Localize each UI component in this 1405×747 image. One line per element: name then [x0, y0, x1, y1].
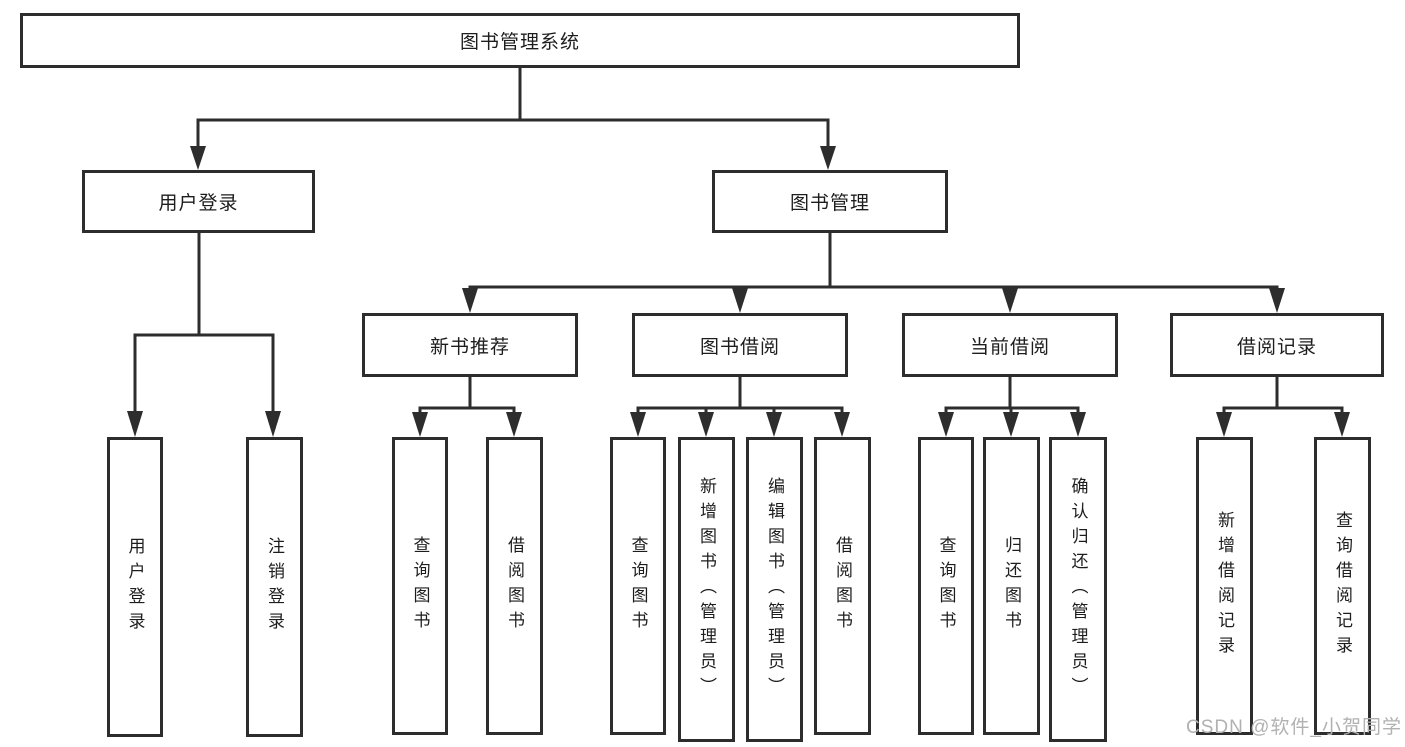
leaf-return-books: 归还图书	[983, 437, 1040, 735]
leaf-user-login: 用户登录	[107, 437, 163, 737]
arrowhead-leaf-user-login	[127, 411, 143, 437]
node-current-borrowing: 当前借阅	[902, 313, 1118, 377]
node-book-management: 图书管理	[712, 170, 948, 233]
arrowhead-user-login	[190, 146, 206, 170]
leaf-logout-login: 注销登录	[246, 437, 303, 737]
node-user-login: 用户登录	[82, 170, 315, 233]
leaf-query-books-recommend: 查询图书	[392, 437, 448, 735]
leaf-borrow-books-recommend: 借阅图书	[486, 437, 543, 735]
leaf-query-books-borrowing: 查询图书	[610, 437, 666, 735]
leaf-edit-book-admin: 编辑图书（管理员）	[746, 437, 803, 742]
csdn-watermark: CSDN @软件_小贺同学	[1186, 717, 1402, 738]
node-book-borrowing: 图书借阅	[632, 313, 848, 377]
arrowhead-current-borrowing	[1002, 288, 1018, 313]
arrowhead-leaf-logout	[265, 411, 281, 437]
arrowhead-book-borrowing	[732, 288, 748, 313]
node-new-book-recommend: 新书推荐	[362, 313, 578, 377]
arrowhead-new-book-recommend	[462, 288, 478, 313]
node-library-management-system: 图书管理系统	[20, 13, 1020, 68]
leaf-confirm-return-admin: 确认归还（管理员）	[1049, 437, 1107, 742]
leaf-add-book-admin: 新增图书（管理员）	[678, 437, 735, 742]
leaf-borrow-books-borrowing: 借阅图书	[814, 437, 871, 735]
node-borrowing-records: 借阅记录	[1170, 313, 1384, 377]
leaf-add-borrow-record: 新增借阅记录	[1196, 437, 1253, 735]
arrowhead-borrowing-records	[1269, 288, 1285, 313]
leaf-query-books-current: 查询图书	[918, 437, 974, 735]
leaf-query-borrow-record: 查询借阅记录	[1314, 437, 1371, 735]
arrowhead-book-management	[820, 146, 836, 170]
